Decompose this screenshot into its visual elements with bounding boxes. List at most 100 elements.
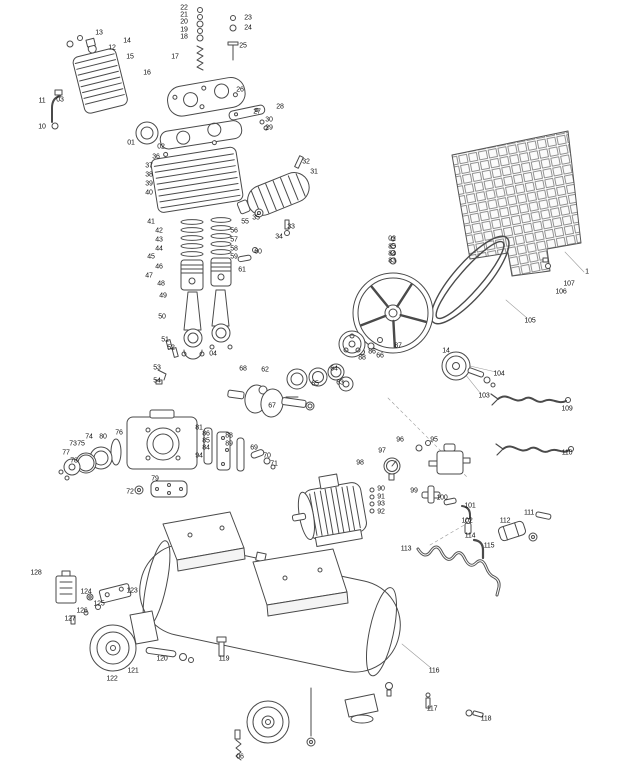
callout-126: 126 [76, 607, 88, 615]
callout-38: 38 [145, 171, 153, 179]
callout-122: 122 [106, 675, 118, 683]
outlet-hose [416, 545, 501, 597]
callout-79: 79 [151, 475, 159, 483]
crankcase [126, 409, 198, 470]
crank-pulley [338, 330, 366, 358]
callout-88: 88 [358, 354, 366, 362]
reed-valve [228, 104, 266, 121]
drive-belt [430, 235, 510, 325]
callout-81: 81 [195, 424, 203, 432]
callout-58: 58 [230, 245, 238, 253]
callout-01: 01 [127, 139, 135, 147]
callout-21: 21 [180, 11, 188, 19]
callout-62: 62 [261, 366, 269, 374]
callout-29: 29 [265, 124, 273, 132]
callout-71: 71 [270, 460, 278, 468]
callout-16: 16 [143, 69, 151, 77]
callout-85: 85 [388, 243, 396, 251]
callout-90: 90 [377, 485, 385, 493]
callout-61: 61 [238, 266, 246, 274]
callout-33: 33 [287, 223, 295, 231]
callout-86: 86 [368, 348, 376, 356]
callout-34: 34 [275, 233, 283, 241]
crankcase-cover [134, 480, 188, 498]
callout-51: 51 [161, 336, 169, 344]
bearings [286, 363, 354, 392]
head-bolt [259, 119, 265, 125]
callout-11: 11 [38, 97, 46, 105]
callout-37: 37 [145, 162, 153, 170]
crankcase-gaskets [203, 427, 245, 472]
leader-lines [387, 251, 585, 669]
callout-114: 114 [464, 532, 476, 540]
callout-39: 39 [145, 180, 153, 188]
callout-06: 06 [236, 753, 244, 761]
callout-46: 46 [155, 263, 163, 271]
callout-25: 25 [239, 42, 247, 50]
callout-121: 121 [127, 667, 139, 675]
callout-42: 42 [155, 227, 163, 235]
head-hardware-column [196, 7, 239, 71]
crankcase-flange-parts [58, 438, 122, 481]
cylinder-block [150, 140, 244, 213]
callout-106: 106 [555, 288, 567, 296]
axle-parts [145, 636, 227, 663]
callout-111: 111 [523, 509, 535, 517]
callout-45: 45 [147, 253, 155, 261]
callout-123: 123 [126, 587, 138, 595]
motor-bolts [369, 487, 375, 514]
callout-94: 94 [195, 452, 203, 460]
callout-76: 76 [115, 429, 123, 437]
belt-guard [451, 130, 582, 277]
callout-68: 68 [239, 365, 247, 373]
callout-89: 89 [225, 440, 233, 448]
piston-left [180, 259, 204, 291]
aftercooler [72, 37, 128, 114]
callout-22: 22 [180, 4, 188, 12]
callout-59: 59 [230, 253, 238, 261]
callout-87: 87 [394, 342, 402, 350]
callout-36: 36 [152, 153, 160, 161]
callout-20: 20 [180, 18, 188, 26]
piston-rings-right [210, 217, 232, 255]
muffler-fittings [254, 155, 304, 236]
callout-88: 88 [225, 432, 233, 440]
flywheel [352, 236, 434, 355]
callout-44: 44 [155, 245, 163, 253]
callout-80: 80 [99, 433, 107, 441]
callout-35: 35 [252, 214, 260, 222]
callout-52: 52 [167, 344, 175, 352]
callout-98: 98 [356, 459, 364, 467]
callout-64: 64 [330, 365, 338, 373]
callout-117: 117 [426, 705, 438, 713]
electric-motor [291, 473, 367, 548]
callout-101: 101 [464, 502, 476, 510]
callout-119: 119 [218, 655, 230, 663]
callout-49: 49 [159, 292, 167, 300]
callout-91: 91 [377, 493, 385, 501]
callout-65: 65 [311, 380, 319, 388]
crankshaft [227, 384, 315, 418]
pressure-gauge [383, 457, 401, 481]
connecting-rods [155, 289, 233, 385]
mounting-platforms [162, 511, 349, 617]
drain-parts [385, 682, 484, 718]
callout-96: 96 [396, 436, 404, 444]
motor-cables [490, 393, 574, 456]
callout-118: 118 [480, 715, 492, 723]
callout-1: 1 [585, 268, 589, 276]
callout-99: 99 [410, 487, 418, 495]
right-wheel [246, 700, 290, 744]
callout-31: 31 [310, 168, 318, 176]
callout-84: 84 [202, 444, 210, 452]
callout-105: 105 [524, 317, 536, 325]
callout-02: 02 [157, 143, 165, 151]
callout-112: 112 [499, 517, 511, 525]
breather-fittings [250, 449, 276, 470]
callout-115: 115 [483, 542, 495, 550]
callout-103: 103 [478, 392, 490, 400]
callout-70: 70 [263, 452, 271, 460]
callout-74: 74 [85, 433, 93, 441]
callout-77: 77 [62, 449, 70, 457]
